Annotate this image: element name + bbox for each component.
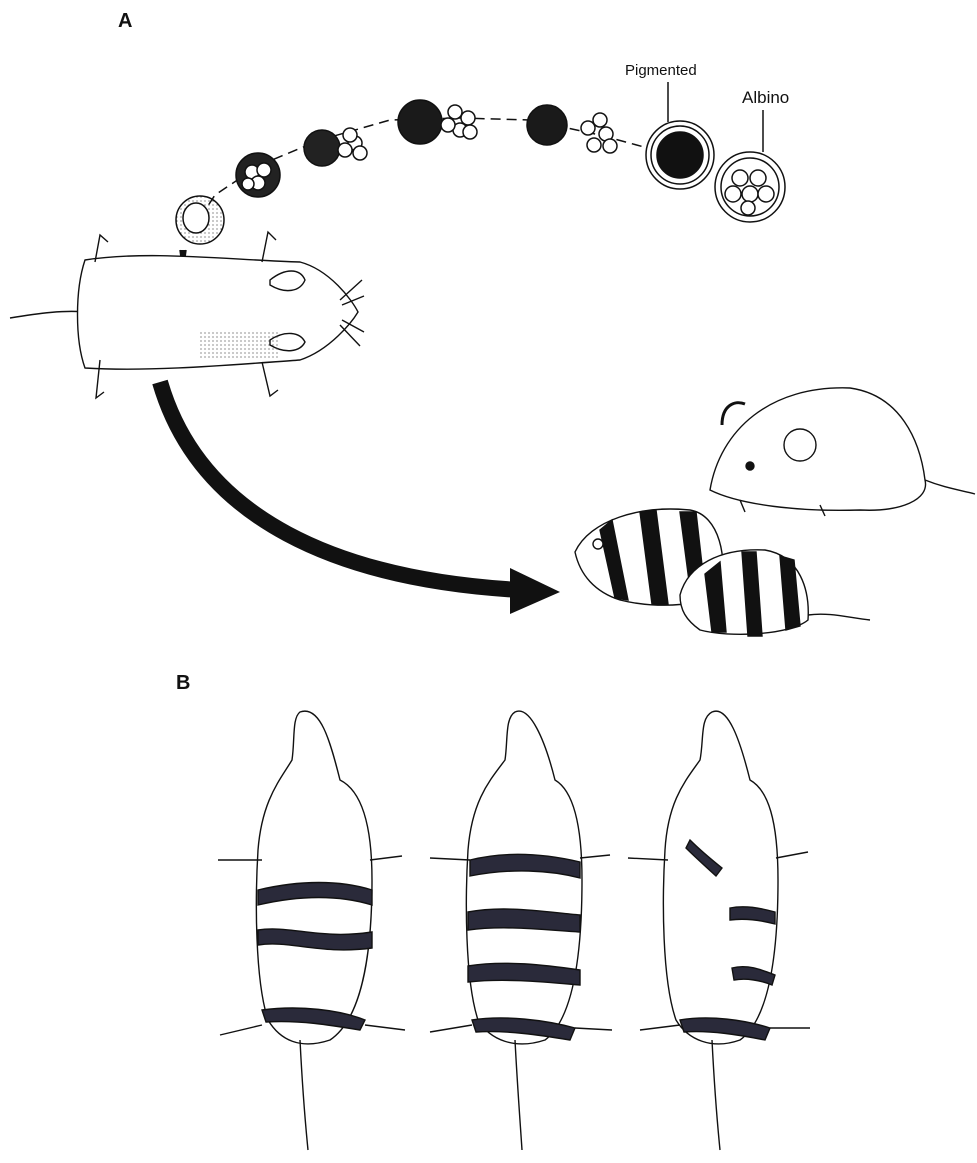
albino-embryo-icon xyxy=(715,110,785,222)
albino-mouse-icon xyxy=(710,388,975,516)
chimera-mouse-3-icon xyxy=(628,711,810,1150)
embryo-aggregate-icon xyxy=(236,153,280,197)
embryo-pair-1-icon xyxy=(304,128,367,166)
chimera-mouse-1-icon xyxy=(218,711,405,1150)
striped-chimera-mouse-icon xyxy=(575,509,870,636)
curved-arrow-icon xyxy=(160,382,560,614)
chimera-mouse-2-icon xyxy=(430,711,612,1150)
pigmented-embryo-icon xyxy=(646,82,714,189)
host-mouse-icon xyxy=(10,232,364,398)
embryo-pair-2-icon xyxy=(398,100,477,144)
embryo-chain xyxy=(176,82,785,272)
